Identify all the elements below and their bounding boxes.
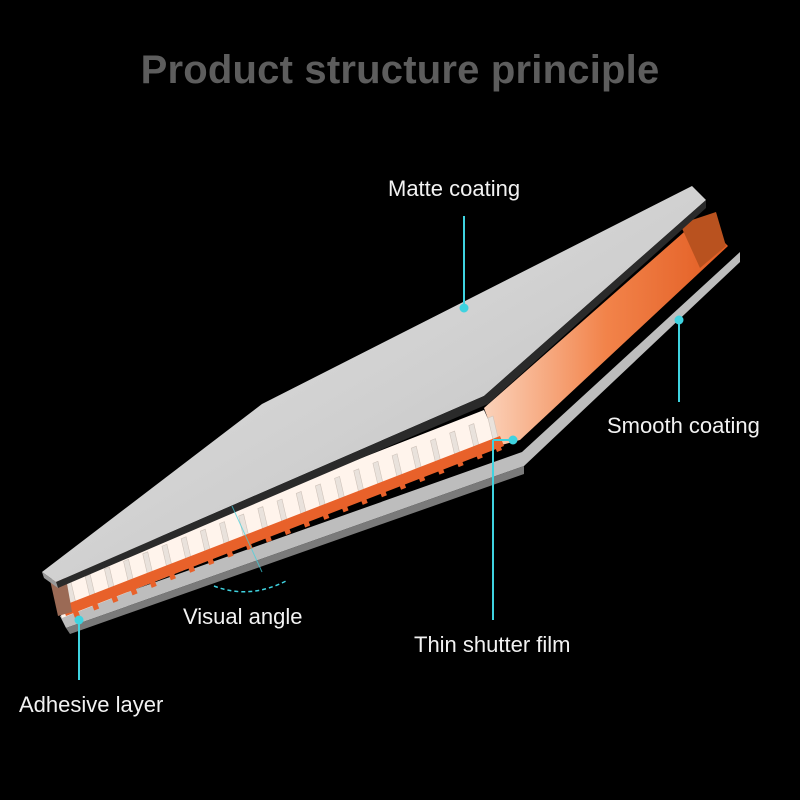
label-smooth-coating: Smooth coating bbox=[607, 413, 760, 438]
matte-coating-layer bbox=[42, 186, 706, 582]
leader-adhesive-dot bbox=[74, 615, 84, 625]
leader-smooth-dot bbox=[674, 315, 684, 325]
shutter-bottom-strip bbox=[62, 436, 504, 616]
label-thin-shutter-film: Thin shutter film bbox=[414, 632, 571, 657]
shutter-front-face bbox=[50, 410, 500, 618]
label-adhesive-layer: Adhesive layer bbox=[19, 692, 164, 717]
matte-coating-front-lip bbox=[42, 572, 58, 588]
adhesive-layer-edge bbox=[66, 466, 524, 634]
leader-shutter-dot bbox=[508, 435, 518, 445]
visual-angle-arc bbox=[213, 579, 289, 593]
label-visual-angle: Visual angle bbox=[183, 604, 303, 629]
leader-matte-dot bbox=[459, 303, 469, 313]
shutter-cavity-face bbox=[680, 212, 726, 268]
visual-angle-ray-left bbox=[231, 505, 263, 573]
shutter-left-end bbox=[50, 578, 72, 616]
shutter-cavity bbox=[484, 218, 728, 446]
diagram-title: Product structure principle bbox=[140, 48, 660, 92]
leader-lines bbox=[74, 216, 684, 680]
label-matte-coating: Matte coating bbox=[388, 176, 521, 201]
